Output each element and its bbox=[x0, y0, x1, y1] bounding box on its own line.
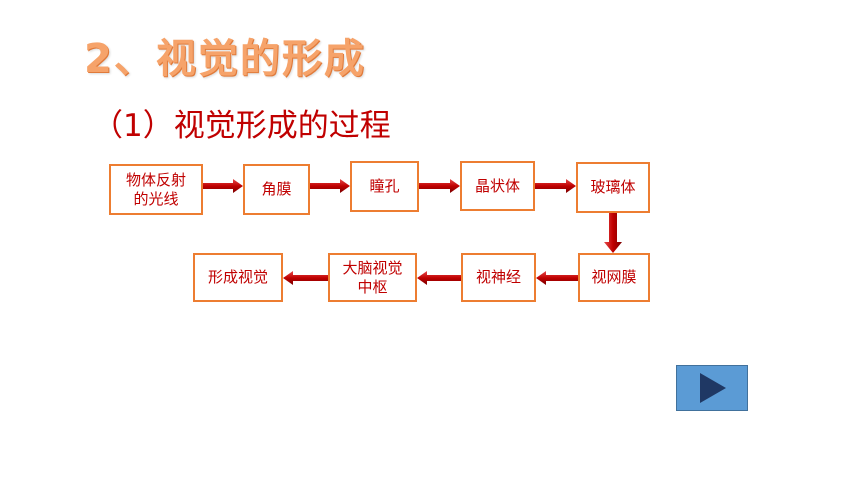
step-vision-formed: 形成视觉 bbox=[193, 253, 283, 302]
step-visual-center: 大脑视觉 中枢 bbox=[328, 253, 417, 302]
slide-subtitle: （1）视觉形成的过程 bbox=[92, 108, 391, 144]
step-vitreous: 玻璃体 bbox=[576, 162, 650, 213]
arrow-visual-center-to-vision bbox=[283, 271, 328, 285]
arrow-light-to-cornea bbox=[203, 179, 243, 193]
next-slide-button[interactable] bbox=[676, 365, 748, 411]
arrow-lens-to-vitreous bbox=[535, 179, 576, 193]
play-triangle-icon bbox=[700, 373, 726, 403]
arrow-pupil-to-lens bbox=[419, 179, 460, 193]
step-reflected-light: 物体反射 的光线 bbox=[109, 164, 203, 215]
step-lens: 晶状体 bbox=[460, 161, 535, 211]
slide-title: 2、视觉的形成 bbox=[84, 36, 366, 82]
arrow-retina-to-optic-nerve bbox=[536, 271, 578, 285]
arrow-optic-nerve-to-visual-center bbox=[417, 271, 461, 285]
step-optic-nerve: 视神经 bbox=[461, 253, 536, 302]
step-cornea: 角膜 bbox=[243, 164, 310, 215]
arrow-vitreous-to-retina bbox=[604, 213, 622, 253]
arrow-cornea-to-pupil bbox=[310, 179, 350, 193]
step-pupil: 瞳孔 bbox=[350, 161, 419, 212]
step-retina: 视网膜 bbox=[578, 253, 650, 302]
